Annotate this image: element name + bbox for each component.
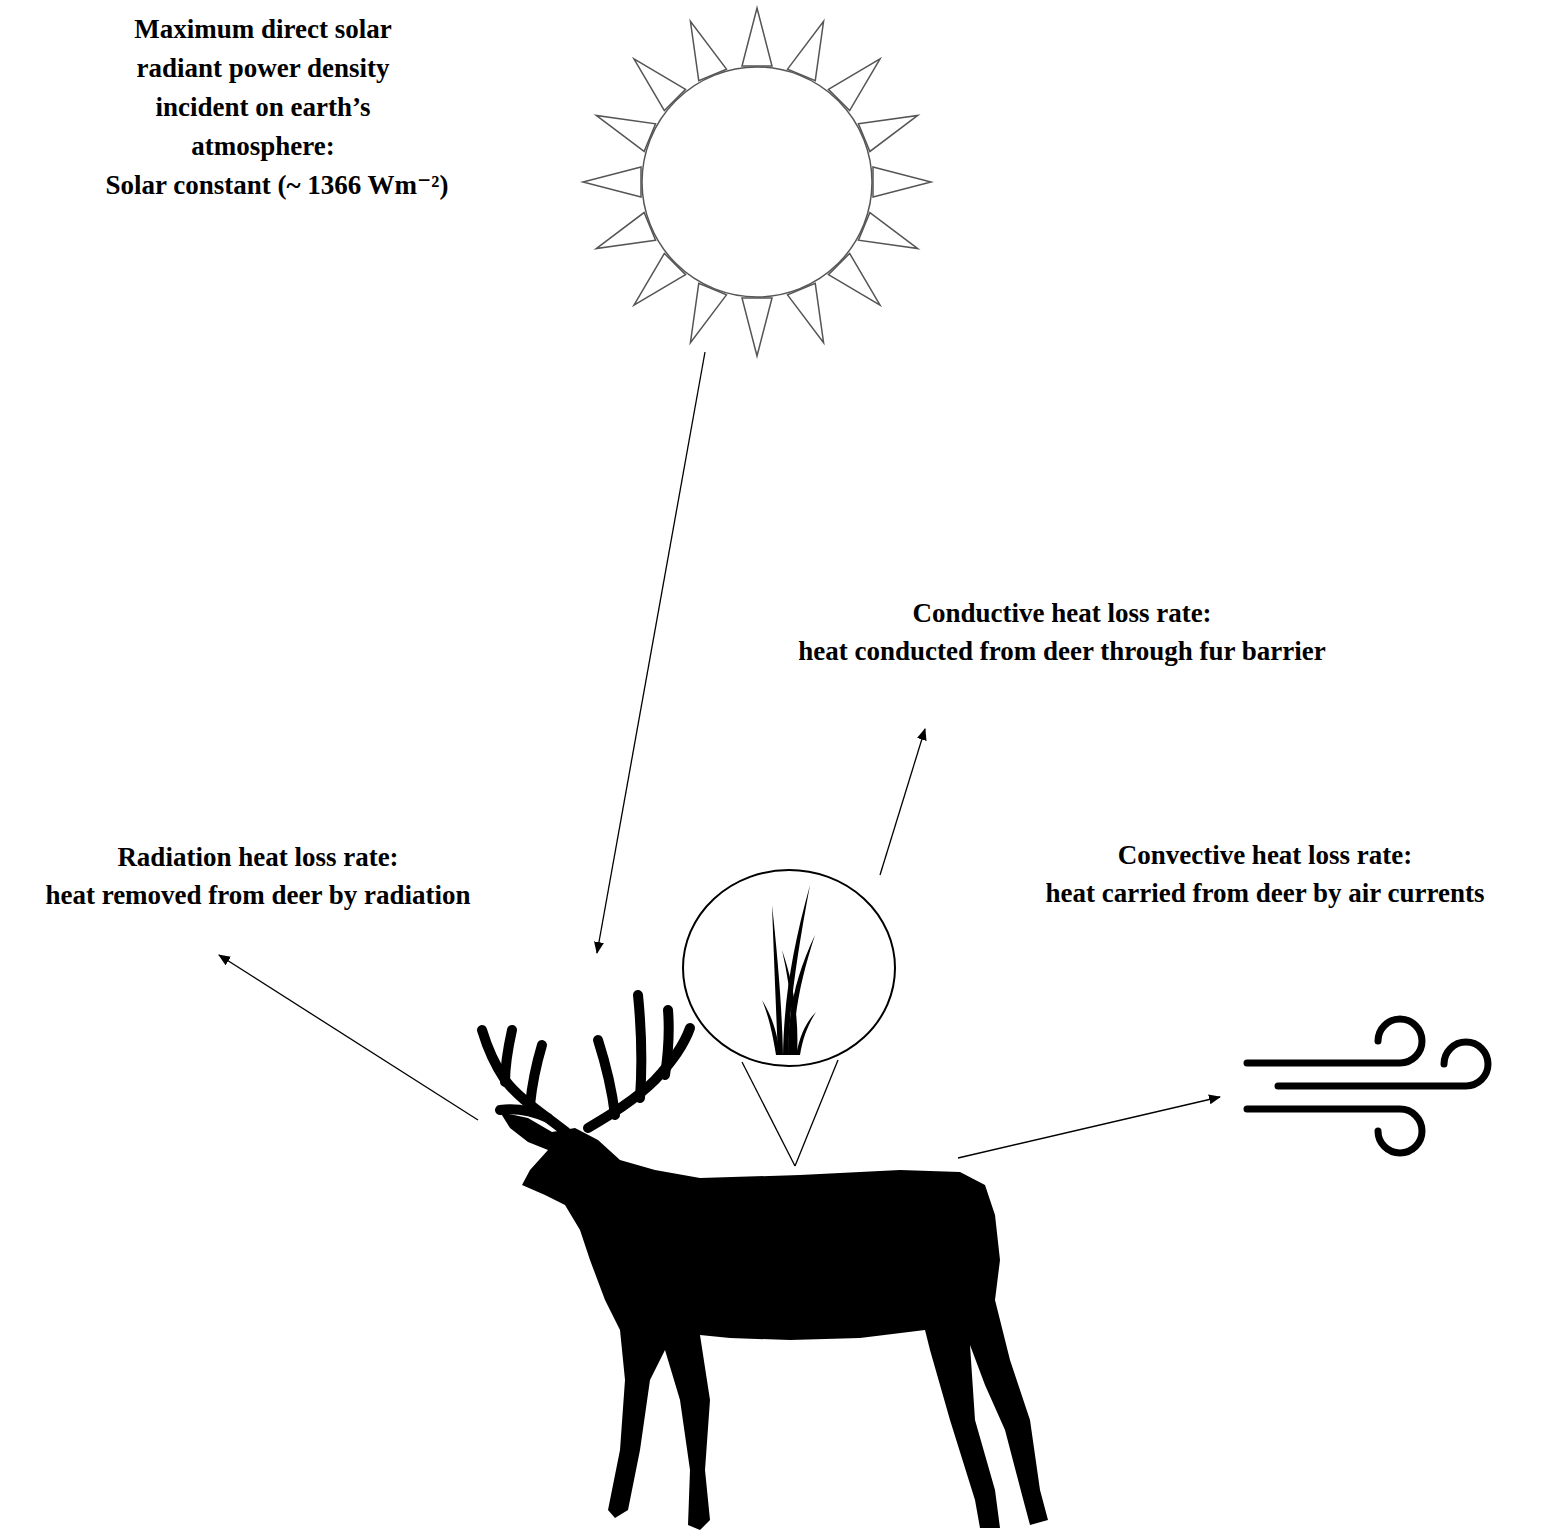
conduction-arrow: [880, 729, 925, 875]
annotation-label: heat carried from deer by air currents: [1046, 874, 1485, 913]
sun-icon: [583, 8, 931, 356]
solar-arrow: [597, 352, 705, 953]
annotation-label: Conductive heat loss rate:: [912, 594, 1211, 633]
wind-icon: [1247, 1019, 1488, 1153]
deer-silhouette: [482, 995, 1048, 1530]
annotation-label: heat removed from deer by radiation: [45, 876, 470, 915]
fur-magnifier: [683, 870, 895, 1166]
annotation-label: Solar constant (~ 1366 Wm⁻²): [106, 166, 449, 205]
annotation-label: Maximum direct solar radiant power densi…: [113, 10, 413, 166]
radiation-arrow: [219, 955, 478, 1120]
annotation-label: Convective heat loss rate:: [1118, 836, 1413, 875]
fur-icon: [762, 885, 816, 1055]
annotation-label: Radiation heat loss rate:: [117, 838, 398, 877]
annotation-label: heat conducted from deer through fur bar…: [798, 632, 1325, 671]
arrows: [219, 352, 1220, 1158]
convection-arrow: [958, 1097, 1220, 1158]
